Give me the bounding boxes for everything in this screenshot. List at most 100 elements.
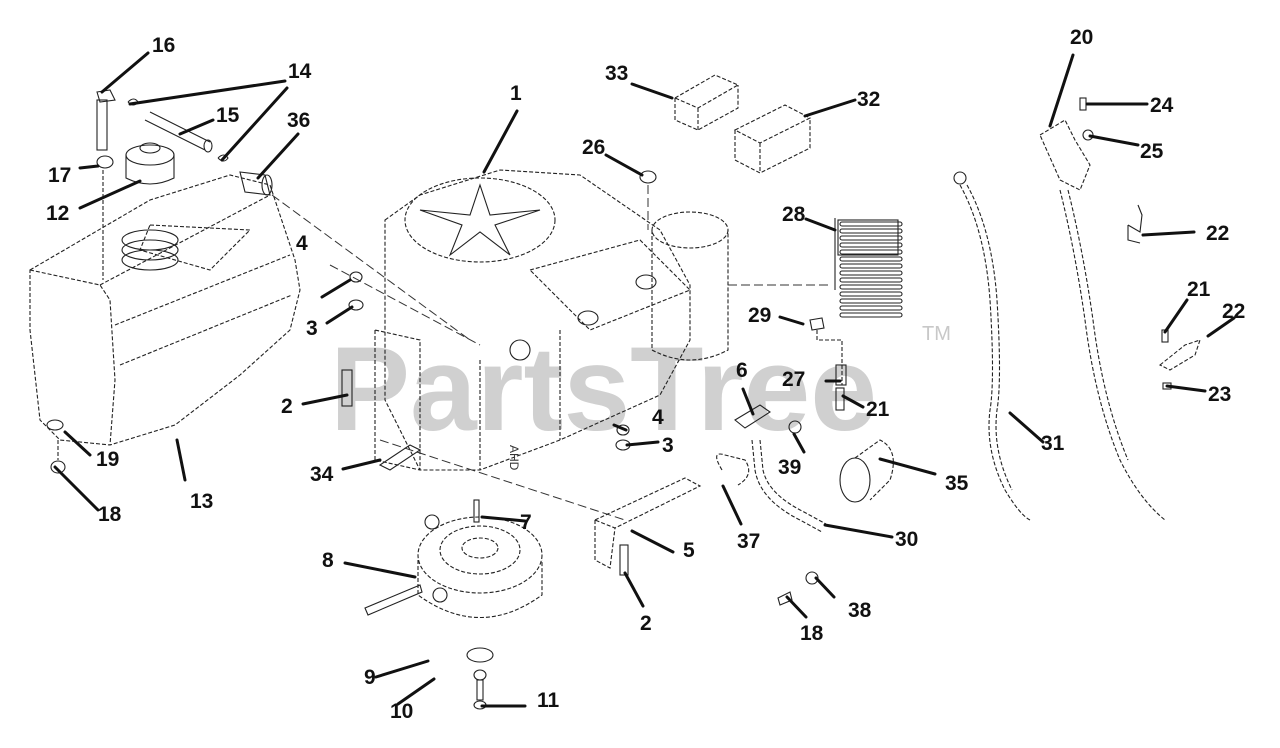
- callout-drain-plug[interactable]: 39: [778, 456, 801, 479]
- callout-screw-tank[interactable]: 18: [98, 503, 122, 526]
- oil-drain-hose-drawing[interactable]: [751, 439, 823, 533]
- callout-choke-cable[interactable]: 31: [1041, 432, 1065, 455]
- fuel-line-drawing[interactable]: [144, 111, 213, 153]
- nut-drawing[interactable]: [809, 317, 825, 331]
- callout-screw-lower[interactable]: 18: [800, 622, 824, 645]
- callout-oil-filter[interactable]: 35: [945, 472, 969, 495]
- callout-engine[interactable]: 1: [510, 82, 522, 105]
- callout-fuel-tank[interactable]: 13: [190, 490, 213, 513]
- callout-screw-bracket[interactable]: 24: [1150, 94, 1174, 117]
- choke-cable-drawing[interactable]: [953, 171, 1031, 521]
- air-cleaner-drawing[interactable]: [647, 185, 830, 361]
- guard-slat: [839, 312, 903, 318]
- nut-drawing[interactable]: [616, 424, 630, 436]
- bolt-drawing[interactable]: [341, 369, 353, 407]
- callout-bolt-bracket[interactable]: 2: [640, 612, 652, 635]
- kit-box-small-drawing[interactable]: [673, 74, 740, 131]
- callout-fuel-pickup[interactable]: 16: [152, 34, 175, 57]
- callout-oil-drain-hose[interactable]: 30: [895, 528, 918, 551]
- guard-slat: [839, 256, 903, 262]
- callout-throttle-bracket[interactable]: 20: [1070, 26, 1093, 49]
- callout-nut-right[interactable]: 4: [652, 406, 664, 429]
- leader-lines: [53, 51, 1236, 708]
- kit-box-large-drawing[interactable]: [733, 104, 812, 174]
- screw-drawing[interactable]: [777, 591, 793, 606]
- washer-drawing[interactable]: [46, 419, 64, 431]
- hose-clamp-drawing[interactable]: [716, 453, 750, 486]
- guard-slat: [839, 228, 903, 234]
- fuel-pickup-drawing[interactable]: [96, 89, 116, 151]
- callout-screw-muffler[interactable]: 21: [866, 398, 890, 421]
- guard-slat: [839, 284, 903, 290]
- callout-kit-box-large[interactable]: 32: [857, 88, 880, 111]
- callout-washer-left[interactable]: 3: [306, 317, 318, 340]
- watermark: PartsTree TM: [330, 322, 951, 456]
- callout-kit-box-small[interactable]: 33: [605, 62, 628, 85]
- guard-slat: [839, 298, 903, 304]
- muffler-guard-drawing[interactable]: [834, 218, 903, 318]
- callout-spark-plug[interactable]: 34: [310, 463, 334, 486]
- callout-washer-clutch[interactable]: 9: [364, 666, 376, 689]
- callout-hose-clamps[interactable]: 14: [288, 60, 312, 83]
- fuel-cap-drawing[interactable]: [125, 142, 175, 185]
- starter-drawing[interactable]: [374, 329, 421, 471]
- callout-cable-clamp-upper[interactable]: 22: [1206, 222, 1229, 245]
- spark-plug-drawing[interactable]: [378, 444, 422, 471]
- clutch-drawing[interactable]: [364, 514, 543, 619]
- callout-cable-clamp-lower[interactable]: 22: [1222, 300, 1245, 323]
- callout-hose-clamp[interactable]: 37: [737, 530, 760, 553]
- fuel-filter-drawing[interactable]: [239, 171, 471, 341]
- washer-drawing[interactable]: [466, 647, 494, 663]
- callout-washer-air[interactable]: 26: [582, 136, 605, 159]
- callout-bolt-starter[interactable]: 2: [281, 395, 293, 418]
- callout-grommet[interactable]: 17: [48, 164, 71, 187]
- callout-screw-clamp[interactable]: 21: [1187, 278, 1211, 301]
- callout-fitting[interactable]: 6: [736, 359, 748, 382]
- screw-drawing[interactable]: [1079, 97, 1087, 111]
- callout-spacer[interactable]: 27: [782, 368, 805, 391]
- callout-nut-lower[interactable]: 38: [848, 599, 872, 622]
- callout-fuel-filter[interactable]: 36: [287, 109, 310, 132]
- callout-electric-clutch[interactable]: 8: [322, 549, 334, 572]
- callout-muffler-guard[interactable]: 28: [782, 203, 806, 226]
- callout-washer-right[interactable]: 3: [662, 434, 674, 457]
- guard-slat: [839, 249, 903, 255]
- cable-clamp-drawing[interactable]: [1158, 339, 1201, 371]
- bolt-drawing[interactable]: [476, 679, 484, 701]
- callout-nut-clamp[interactable]: 23: [1208, 383, 1231, 406]
- pin-drawing[interactable]: [473, 499, 480, 523]
- callout-nut-bracket[interactable]: 25: [1140, 140, 1164, 163]
- callout-pin[interactable]: 7: [520, 511, 532, 534]
- oil-filter-drawing[interactable]: [839, 439, 894, 503]
- spacer-drawing[interactable]: [835, 364, 847, 386]
- washer-drawing[interactable]: [639, 170, 657, 184]
- grommet-drawing[interactable]: [96, 155, 114, 169]
- guard-slat: [839, 263, 903, 269]
- nut-drawing[interactable]: [349, 271, 363, 283]
- callout-washer-tank[interactable]: 19: [96, 448, 119, 471]
- washer-drawing[interactable]: [348, 299, 364, 311]
- lock-washer-drawing[interactable]: [473, 669, 487, 681]
- nut-drawing[interactable]: [1082, 129, 1094, 141]
- cable-clamp-drawing[interactable]: [1127, 204, 1143, 244]
- bracket-drawing[interactable]: [593, 477, 702, 569]
- guard-slat: [839, 305, 903, 311]
- svg-text:AHD: AHD: [507, 445, 521, 471]
- callout-nut-left[interactable]: 4: [296, 232, 308, 255]
- bolt-drawing[interactable]: [619, 544, 629, 576]
- callout-fuel-cap[interactable]: 12: [46, 202, 69, 225]
- fuel-tank-drawing[interactable]: [29, 170, 301, 446]
- throttle-cable-drawing[interactable]: [1039, 119, 1166, 521]
- watermark-tm: TM: [922, 323, 951, 345]
- screw-drawing[interactable]: [50, 460, 66, 474]
- guard-slat: [839, 270, 903, 276]
- callout-lock-washer[interactable]: 10: [390, 700, 413, 723]
- screw-drawing[interactable]: [835, 387, 845, 411]
- callout-bracket[interactable]: 5: [683, 539, 695, 562]
- callout-bolt-clutch[interactable]: 11: [537, 689, 560, 712]
- callout-nut-muffler[interactable]: 29: [748, 304, 771, 327]
- watermark-text: PartsTree: [330, 322, 877, 456]
- callout-fuel-line[interactable]: 15: [216, 104, 240, 127]
